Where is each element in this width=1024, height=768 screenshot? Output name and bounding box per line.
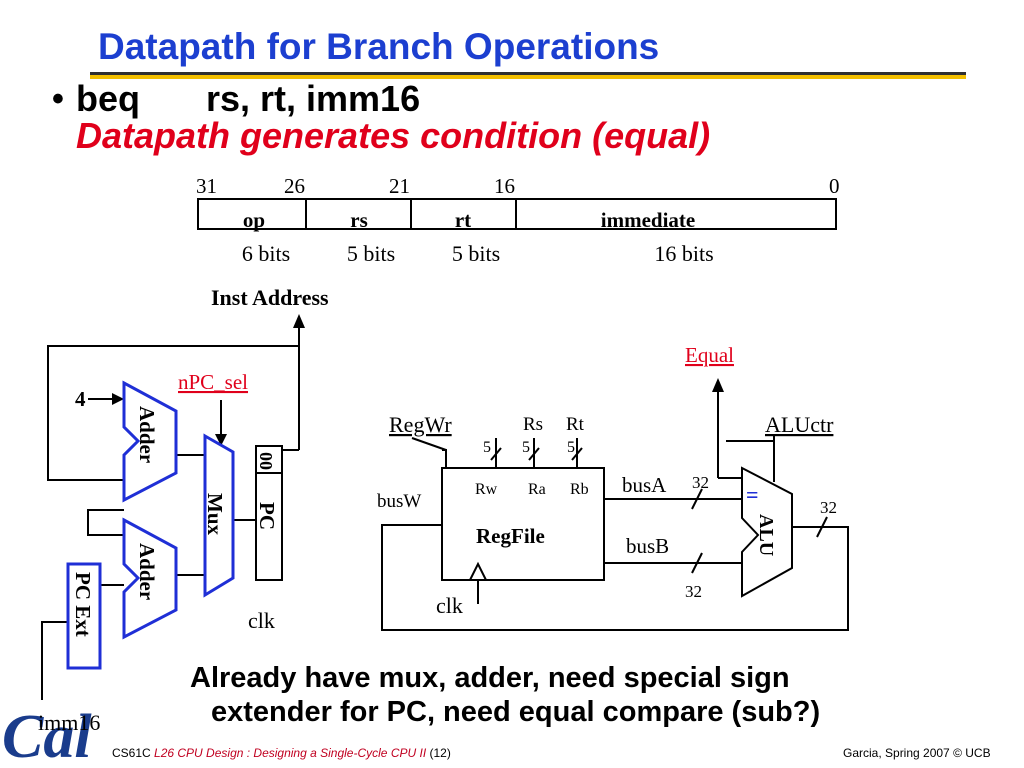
alu-label: ALU (755, 514, 777, 556)
clk-pc-label: clk (248, 608, 275, 633)
rw-port-label: Rw (475, 481, 498, 498)
field-rs: rs (350, 208, 368, 232)
alu (741, 466, 793, 598)
slide-title: Datapath for Branch Operations (98, 26, 660, 67)
five-rs-label: 5 (522, 439, 530, 456)
imm16-label: imm16 (38, 710, 100, 735)
footer-page: (12) (429, 746, 451, 760)
footer-credit: Garcia, Spring 2007 © UCB (843, 746, 991, 760)
equal-arrowhead (712, 378, 724, 392)
five-rt-label: 5 (567, 439, 575, 456)
pc-label: PC (255, 502, 279, 530)
footer-lecture: L26 CPU Design : Designing a Single-Cycl… (154, 746, 427, 760)
regfile-input-wires (411, 437, 583, 468)
alu-out-slash (816, 516, 828, 538)
busa-label: busA (622, 473, 667, 497)
rs-label: Rs (523, 414, 543, 435)
bit-31: 31 (196, 174, 217, 198)
footer-course: CS61C (112, 746, 151, 760)
title-underline-yellow (90, 75, 966, 79)
footer-left: CS61C L26 CPU Design : Designing a Singl… (112, 746, 451, 760)
busb-label: busB (626, 534, 669, 558)
thirty-two-b-label: 32 (685, 582, 702, 601)
width-rt: 5 bits (452, 241, 500, 266)
imm16-wire (41, 621, 68, 700)
bit-21: 21 (389, 174, 410, 198)
busw-loop-wire (381, 524, 849, 631)
cal-logo: Cal (2, 703, 92, 768)
mux-label: Mux (203, 493, 227, 536)
five-rw-label: 5 (483, 439, 491, 456)
title-underline-dark (90, 72, 966, 75)
inst-address-arrowhead (293, 314, 305, 328)
thirty-two-out-label: 32 (820, 498, 837, 517)
pc-ext (66, 562, 102, 670)
pc-register-zeros: 00 (256, 452, 276, 470)
condition-subline: Datapath generates condition (equal) (76, 115, 711, 156)
aluctr-label: ALUctr (765, 412, 834, 437)
cal-logo-text: Cal (2, 703, 92, 768)
instruction-format: 31 26 21 16 0 op rs rt immediate 6 bits … (196, 174, 840, 266)
adder-bottom-label: Adder (135, 543, 159, 600)
four-arrowhead (112, 393, 124, 405)
busa-slash (691, 488, 703, 510)
regfile-box (441, 467, 605, 581)
regfile-label: RegFile (476, 524, 545, 548)
bullet-instruction: beq (76, 78, 141, 119)
width-op: 6 bits (242, 241, 290, 266)
equal-label: Equal (685, 343, 734, 367)
regfile-clock-triangle (469, 561, 487, 581)
bottom-text-line1: Already have mux, adder, need special si… (190, 662, 790, 694)
mux (203, 433, 235, 598)
busw-label: busW (377, 491, 421, 512)
adder-top (122, 380, 178, 503)
field-rt: rt (455, 208, 471, 232)
bullet-marker: • (52, 80, 64, 118)
pc-feedback-wire (47, 345, 299, 481)
four-label: 4 (75, 387, 86, 411)
adder-top-label: Adder (135, 406, 159, 463)
equals-sign: = (746, 482, 759, 507)
clk-rf-label: clk (436, 593, 463, 618)
bottom-text-line2: extender for PC, need equal compare (sub… (211, 696, 821, 728)
bit-26: 26 (284, 174, 305, 198)
adder-bottom-in-wire (87, 509, 124, 536)
bit-16: 16 (494, 174, 515, 198)
field-op: op (243, 208, 265, 232)
ra-port-label: Ra (528, 481, 546, 498)
pc-ext-label: PC Ext (71, 572, 95, 637)
pc-wires (41, 345, 299, 700)
width-rs: 5 bits (347, 241, 395, 266)
npcsel-arrowhead (215, 434, 227, 446)
npc-sel-label: nPC_sel (178, 370, 248, 394)
rb-port-label: Rb (570, 481, 589, 498)
regwr-label: RegWr (389, 412, 452, 437)
inst-address-label: Inst Address (211, 285, 329, 310)
rt-label: Rt (566, 414, 585, 435)
pc-register (255, 445, 283, 581)
adder-bottom (122, 517, 178, 640)
busb-slash (691, 552, 703, 574)
bit-0: 0 (829, 174, 840, 198)
width-immediate: 16 bits (654, 241, 713, 266)
field-immediate: immediate (601, 208, 695, 232)
thirty-two-a-label: 32 (692, 473, 709, 492)
bullet-operands: rs, rt, imm16 (206, 78, 421, 119)
